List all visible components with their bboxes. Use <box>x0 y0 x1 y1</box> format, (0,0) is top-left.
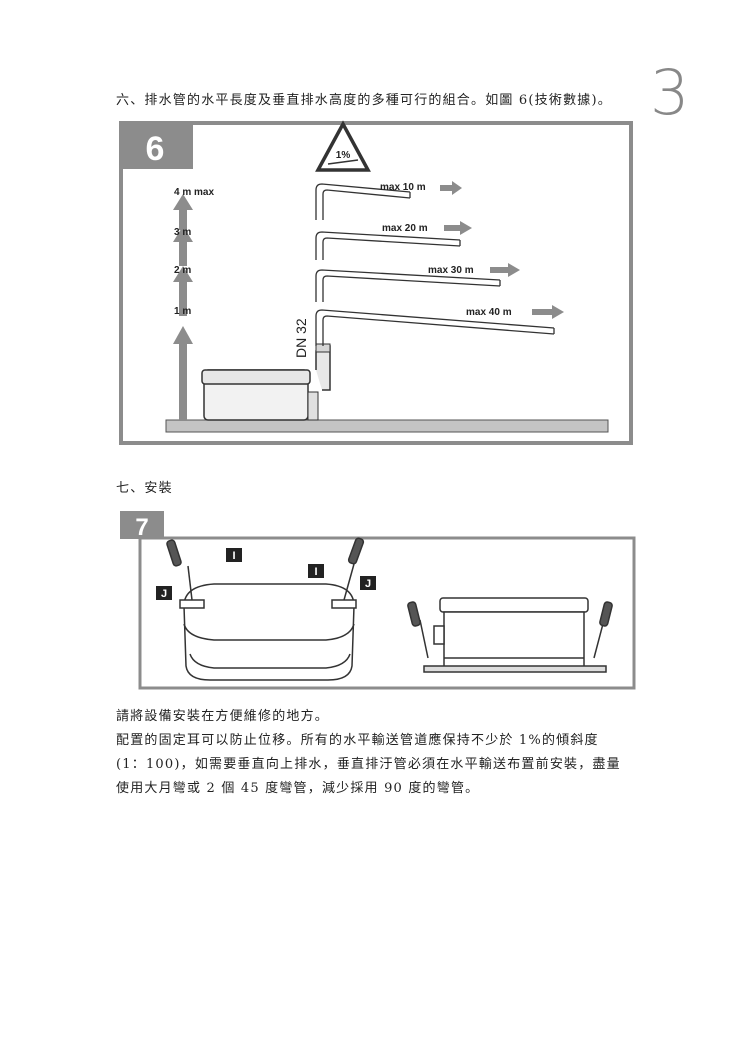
height-label-1m: 1 m <box>174 306 191 317</box>
length-label-10m: max 10 m <box>380 182 426 193</box>
pipes <box>315 183 555 346</box>
slope-warning-icon: 1% <box>315 120 371 172</box>
figure-6-frame <box>119 121 633 445</box>
length-label-40m: max 40 m <box>466 307 512 318</box>
figure-6: 6 4 m max 3 m 2 m 1 m DN 32 <box>118 120 634 446</box>
section7-line-4: 使用大月彎或 2 個 45 度彎管，減少採用 90 度的彎管。 <box>116 781 480 796</box>
label-boxes <box>156 548 376 600</box>
page-number: 3 <box>650 56 690 129</box>
length-label-30m: max 30 m <box>428 265 474 276</box>
section7-line-3: (1：100)，如需要垂直向上排水，垂直排汙管必須在水平輸送布置前安裝，盡量 <box>116 757 621 772</box>
figure-7-badge <box>120 511 164 539</box>
figure-6-number: 6 <box>146 130 165 168</box>
height-label-4m: 4 m max <box>174 187 214 198</box>
length-label-20m: max 20 m <box>382 223 428 234</box>
pipe-label: DN 32 <box>293 318 309 358</box>
height-arrows <box>173 194 193 420</box>
figure-6-badge <box>121 123 193 169</box>
length-arrows <box>440 181 564 319</box>
section7-line-1: 請將設備安裝在方便維修的地方。 <box>116 709 330 724</box>
height-label-3m: 3 m <box>174 227 191 238</box>
label-I-right: I <box>314 566 317 578</box>
pump-unit <box>201 343 331 421</box>
installation-side-view <box>407 597 613 673</box>
height-label-2m: 2 m <box>174 265 191 276</box>
section7-heading: 七、安裝 <box>116 481 173 496</box>
figure-7-number: 7 <box>135 514 148 541</box>
section7-line-2: 配置的固定耳可以防止位移。所有的水平輸送管道應保持不少於 1%的傾斜度 <box>116 733 599 748</box>
label-I-left: I <box>232 550 235 562</box>
section6-text: 六、排水管的水平長度及垂直排水高度的多種可行的組合。如圖 6(技術數據)。 <box>116 93 612 108</box>
slope-label: 1% <box>336 150 351 161</box>
label-J-left: J <box>161 588 167 600</box>
figure-7: 7 I J I J <box>118 508 638 692</box>
installation-left-view <box>166 537 365 681</box>
label-J-right: J <box>365 578 371 590</box>
figure-7-frame <box>138 536 636 690</box>
floor <box>165 419 609 433</box>
